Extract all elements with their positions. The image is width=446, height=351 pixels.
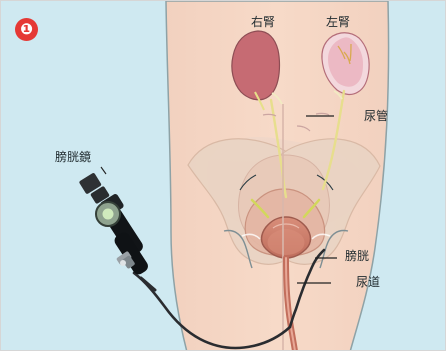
step-badge: ❶ xyxy=(15,18,38,41)
right-kidney-label: 右腎 xyxy=(251,16,275,28)
ureter-label: 尿管 xyxy=(364,110,388,122)
urethra-label: 尿道 xyxy=(356,276,380,288)
right-kidney-shape xyxy=(232,31,280,100)
cystoscope-label: 膀胱鏡 xyxy=(55,151,91,163)
bladder-label: 膀胱 xyxy=(345,250,369,262)
left-kidney-label: 左腎 xyxy=(326,16,350,28)
